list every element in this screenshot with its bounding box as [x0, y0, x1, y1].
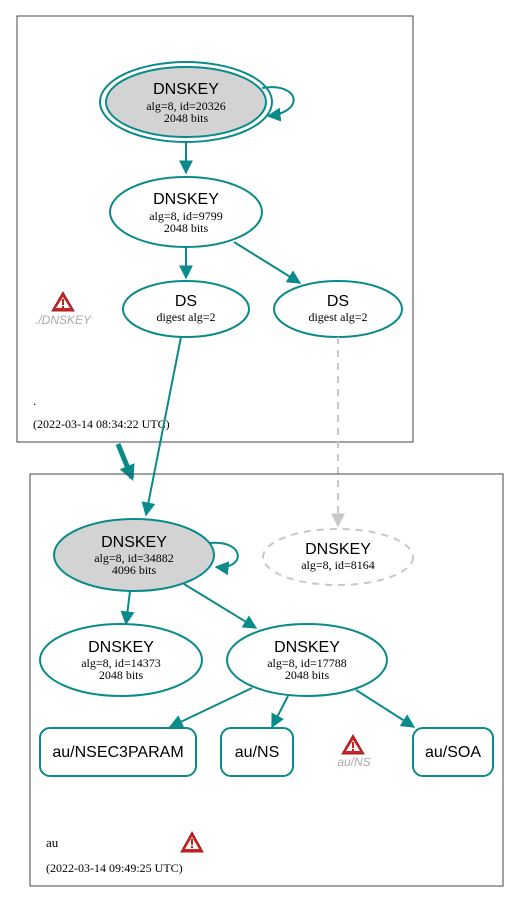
- au-zsk1-line1: alg=8, id=14373: [81, 656, 161, 670]
- root-ksk-node[interactable]: DNSKEY alg=8, id=20326 2048 bits: [99, 61, 273, 143]
- au-ksk-line2: 4096 bits: [112, 563, 157, 577]
- edge-au-ksk-zsk2: [183, 583, 258, 629]
- root-zone-box: [16, 15, 414, 443]
- root-zone-cluster: DNSKEY alg=8, id=20326 2048 bits DNSKEY …: [16, 15, 414, 443]
- root-zsk-title: DNSKEY: [153, 191, 219, 208]
- root-zsk-node[interactable]: DNSKEY alg=8, id=9799 2048 bits: [109, 176, 263, 248]
- au-ns-warning-label: au/NS: [337, 755, 370, 769]
- au-ns-node[interactable]: au/NS: [220, 727, 294, 777]
- au-zsk2-node[interactable]: DNSKEY alg=8, id=17788 2048 bits: [226, 623, 388, 697]
- edge-delegation: [115, 443, 135, 481]
- au-nsec3param-node[interactable]: au/NSEC3PARAM: [39, 727, 197, 777]
- root-warning-icon[interactable]: [51, 291, 75, 312]
- au-ksk-title: DNSKEY: [101, 534, 167, 551]
- au-zsk2-title: DNSKEY: [274, 639, 340, 656]
- au-zone-warning-icon[interactable]: [180, 830, 204, 853]
- root-ksk-line2: 2048 bits: [164, 111, 209, 125]
- root-ds1-node[interactable]: DS digest alg=2: [122, 280, 250, 338]
- au-zone-cluster: DNSKEY alg=8, id=34882 4096 bits DNSKEY …: [29, 473, 504, 887]
- au-zone-timestamp: (2022-03-14 09:49:25 UTC): [46, 861, 183, 875]
- edge-zsk2-soa: [355, 689, 416, 728]
- root-ksk-self-loop: [261, 86, 295, 122]
- au-missing-key-line1: alg=8, id=8164: [301, 558, 375, 572]
- root-ds2-line1: digest alg=2: [308, 310, 367, 324]
- root-zone-timestamp: (2022-03-14 08:34:22 UTC): [33, 417, 170, 431]
- au-missing-key-title: DNSKEY: [305, 541, 371, 558]
- au-zsk1-title: DNSKEY: [88, 639, 154, 656]
- root-ds2-node[interactable]: DS digest alg=2: [273, 280, 403, 338]
- au-ksk-node[interactable]: DNSKEY alg=8, id=34882 4096 bits: [53, 518, 215, 592]
- au-zsk2-line2: 2048 bits: [285, 668, 330, 682]
- root-ds2-title: DS: [327, 293, 349, 310]
- au-ns-label: au/NS: [235, 744, 279, 761]
- root-ksk-title: DNSKEY: [153, 81, 219, 98]
- au-nsec3param-label: au/NSEC3PARAM: [52, 744, 183, 761]
- root-zone-name: .: [33, 393, 36, 408]
- au-ns-warning-icon[interactable]: [341, 734, 365, 755]
- au-soa-label: au/SOA: [425, 744, 481, 761]
- au-soa-node[interactable]: au/SOA: [412, 727, 494, 777]
- root-warning-label: ./DNSKEY: [35, 313, 92, 327]
- au-zsk2-line1: alg=8, id=17788: [267, 656, 347, 670]
- root-zsk-line1: alg=8, id=9799: [149, 209, 223, 223]
- au-missing-key-node[interactable]: DNSKEY alg=8, id=8164: [262, 528, 414, 586]
- edge-au-ksk-zsk1: [120, 590, 135, 626]
- au-zsk1-line2: 2048 bits: [99, 668, 144, 682]
- au-ksk-self-loop: [209, 541, 239, 576]
- edge-root-zsk-ds2: [233, 241, 302, 284]
- edge-zsk2-ns: [271, 695, 289, 729]
- au-ksk-line1: alg=8, id=34882: [94, 551, 174, 565]
- edge-ds1-to-au-ksk: [141, 336, 182, 517]
- au-zone-name: au: [46, 835, 59, 850]
- au-zsk1-node[interactable]: DNSKEY alg=8, id=14373 2048 bits: [39, 623, 203, 697]
- edge-zsk2-nsec3param: [168, 687, 253, 728]
- au-zone-box: [29, 473, 504, 887]
- root-ds1-line1: digest alg=2: [156, 310, 215, 324]
- root-zsk-line2: 2048 bits: [164, 221, 209, 235]
- root-ds1-title: DS: [175, 293, 197, 310]
- root-ksk-line1: alg=8, id=20326: [146, 99, 226, 113]
